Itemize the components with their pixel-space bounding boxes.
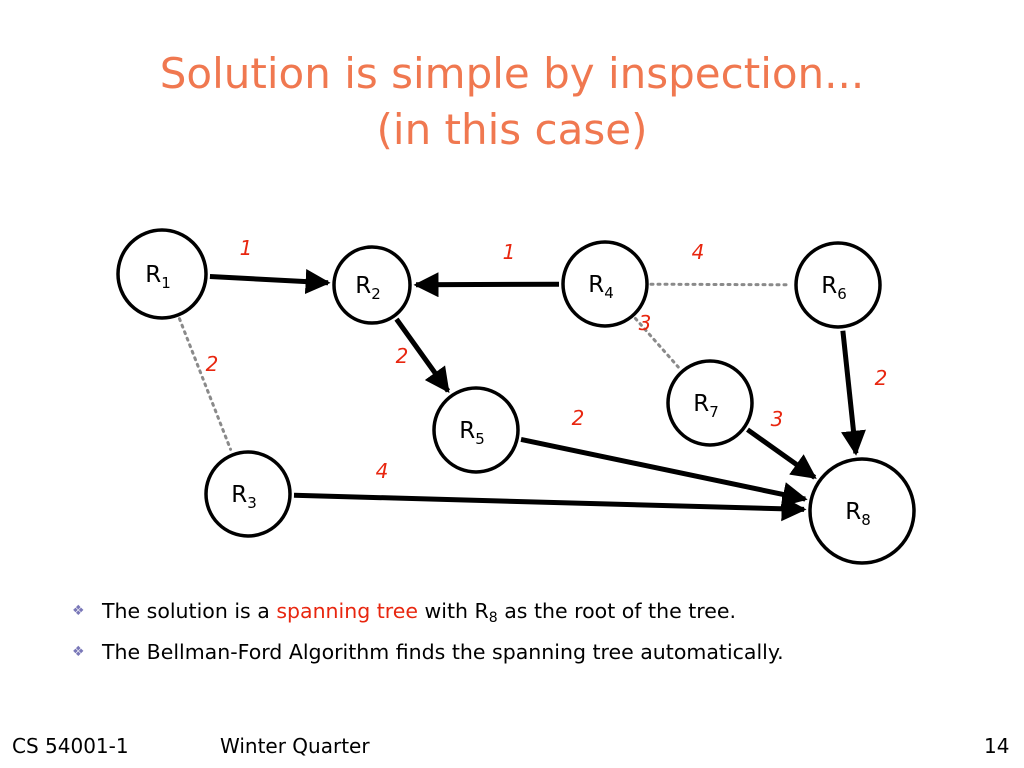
bullet-list: ❖ The solution is a spanning tree with R… <box>72 594 784 669</box>
footer-term: Winter Quarter <box>220 734 370 758</box>
router-circle <box>432 386 520 474</box>
edge-r5-r8 <box>520 437 808 507</box>
bullet-item-2: ❖ The Bellman-Ford Algorithm finds the s… <box>72 635 784 669</box>
slide-title: Solution is simple by inspection... (in … <box>0 46 1024 158</box>
router-label: R4 <box>588 272 614 302</box>
edge-r1-r2 <box>209 269 331 295</box>
edge-r3-r8 <box>293 492 807 522</box>
router-circle <box>808 457 916 565</box>
footer-course: CS 54001-1 <box>12 734 129 758</box>
router-label: R6 <box>821 273 847 303</box>
router-label: R5 <box>459 418 485 448</box>
router-node-r5: R5 <box>432 386 520 474</box>
router-node-r7: R7 <box>666 359 754 447</box>
edge-r2-r5 <box>394 317 451 394</box>
router-label: R7 <box>693 391 719 421</box>
footer-page-number: 14 <box>984 734 1010 758</box>
router-circle <box>332 245 412 325</box>
title-line-1: Solution is simple by inspection... <box>159 49 865 98</box>
spanning-tree-highlight: spanning tree <box>276 599 419 623</box>
title-line-2: (in this case) <box>376 105 648 154</box>
diamond-bullet-icon: ❖ <box>72 603 85 619</box>
edge-weight-r4-r7: 3 <box>639 311 652 335</box>
router-node-r6: R6 <box>794 241 882 329</box>
router-circle <box>116 228 208 320</box>
router-circle <box>794 241 882 329</box>
edge-weight-r5-r8: 2 <box>572 406 585 430</box>
router-label: R1 <box>145 262 171 292</box>
router-circle <box>204 450 292 538</box>
router-node-r1: R1 <box>116 228 208 320</box>
bullet-1-subscript: 8 <box>488 610 498 626</box>
edge-weight-r7-r8: 3 <box>771 407 784 431</box>
bullet-item-1: ❖ The solution is a spanning tree with R… <box>72 594 784 635</box>
edge-weight-r6-r8: 2 <box>875 366 888 390</box>
router-label: R8 <box>845 499 871 529</box>
bullet-1-pre: The solution is a <box>102 599 277 623</box>
router-circle <box>666 359 754 447</box>
bullet-2-text: The Bellman-Ford Algorithm finds the spa… <box>102 640 784 664</box>
router-circle <box>561 240 649 328</box>
edge-r4-r2 <box>413 272 560 298</box>
router-label: R2 <box>355 273 381 303</box>
edge-weight-r4-r6: 4 <box>692 240 705 264</box>
edge-r4-r6 <box>649 282 792 287</box>
diamond-bullet-icon: ❖ <box>72 644 85 660</box>
edge-r6-r8 <box>840 330 866 456</box>
edge-weight-r4-r2: 1 <box>503 240 516 264</box>
router-node-r2: R2 <box>332 245 412 325</box>
router-node-r3: R3 <box>204 450 292 538</box>
edge-weight-r1-r3: 2 <box>206 352 219 376</box>
router-node-r8: R8 <box>808 457 916 565</box>
bullet-1-post: as the root of the tree. <box>497 599 736 623</box>
edge-weight-r2-r5: 2 <box>396 344 409 368</box>
router-label: R3 <box>231 482 257 512</box>
edge-r7-r8 <box>746 427 817 480</box>
router-node-r4: R4 <box>561 240 649 328</box>
edge-r1-r3 <box>177 317 233 451</box>
bullet-1-mid: with R <box>418 599 489 623</box>
edge-weight-r3-r8: 4 <box>376 459 389 483</box>
edge-weight-r1-r2: 1 <box>240 236 253 260</box>
